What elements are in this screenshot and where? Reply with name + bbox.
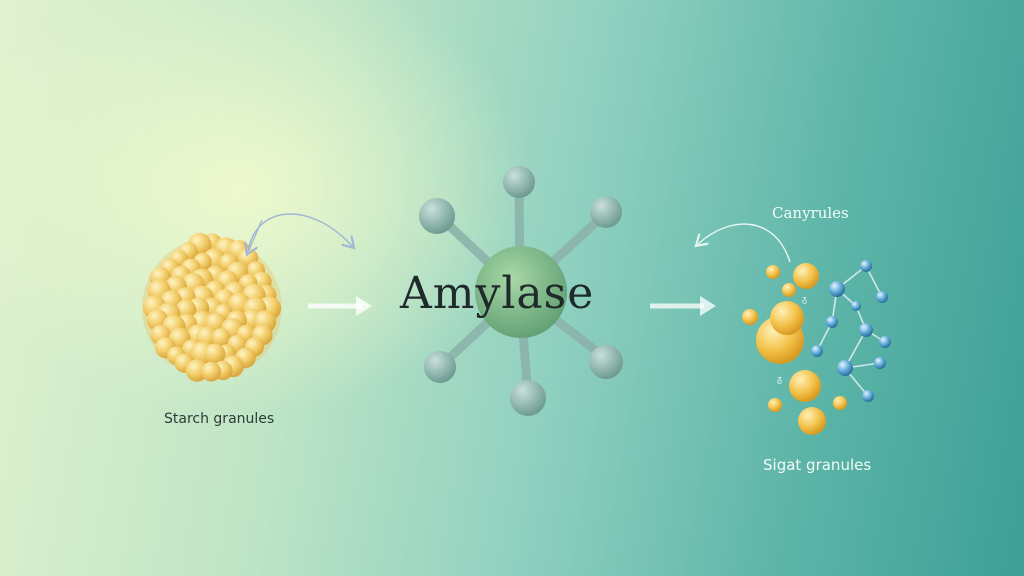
curved-arrow-left-start: [248, 219, 263, 252]
starch-label: Starch granules: [164, 411, 275, 427]
enzyme-molecule-icon: [419, 166, 623, 416]
starch-granule: [204, 343, 226, 365]
curved-arrow-right: [698, 223, 791, 263]
sugar-granules-icon: [742, 263, 847, 435]
curved-arrow-left: [247, 213, 352, 253]
upper-right-label: Canyrules: [772, 204, 849, 222]
flow-arrow-left: [308, 296, 372, 316]
starch-granule: [211, 328, 231, 348]
starch-cluster-icon: [142, 232, 282, 382]
starch-granule: [201, 361, 222, 382]
flow-arrow-right: [650, 296, 716, 316]
svg-text:ᵹ: ᵹ: [777, 375, 782, 385]
glucose-chain-icon: ᵹ ᵹ: [777, 260, 891, 402]
sugar-label: Sigat granules: [763, 456, 872, 474]
enzyme-label: Amylase: [400, 268, 595, 319]
svg-text:ᵹ: ᵹ: [802, 295, 807, 305]
